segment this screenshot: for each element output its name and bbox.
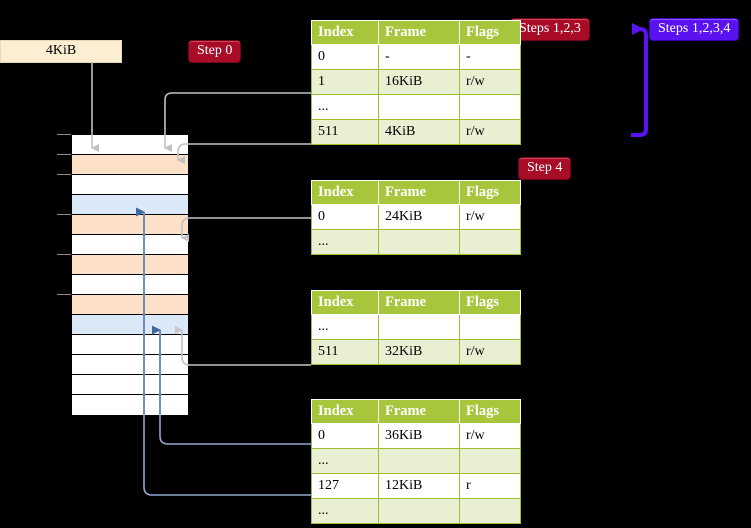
column-header-flags: Flags: [459, 399, 521, 424]
cell-flags: [459, 498, 521, 524]
memory-scale-tick: [57, 214, 71, 215]
cell-index: ...: [311, 314, 379, 340]
cell-flags: r/w: [459, 119, 521, 145]
physical-memory-column: [71, 134, 189, 415]
cell-frame: 12KiB: [378, 473, 460, 499]
cell-frame: [378, 314, 460, 340]
memory-frame-row: [72, 355, 188, 375]
steps-1234-bracket-arrow: [631, 23, 648, 137]
cell-flags: [459, 448, 521, 474]
table-row: ...: [311, 448, 521, 474]
cell-frame: 32KiB: [378, 339, 460, 365]
connector-pd-row511: [175, 326, 311, 366]
memory-scale-tick: [57, 174, 71, 175]
cell-index: 1: [311, 69, 379, 95]
memory-scale-tick: [57, 254, 71, 255]
cell-index: 0: [311, 423, 379, 449]
memory-frame-row: [72, 235, 188, 255]
memory-frame-row: [72, 215, 188, 235]
memory-scale-tick: [57, 134, 71, 135]
cell-flags: -: [459, 44, 521, 70]
cell-index: ...: [311, 498, 379, 524]
cell-frame: -: [378, 44, 460, 70]
cell-flags: r/w: [459, 423, 521, 449]
connector-pml4-row511: [177, 143, 311, 164]
memory-scale-tick: [57, 294, 71, 295]
table-row: ...: [311, 498, 521, 524]
cell-frame: [378, 94, 460, 120]
memory-frame-row: [72, 335, 188, 355]
memory-frame-row: [72, 295, 188, 315]
memory-frame-row: [72, 135, 188, 155]
column-header-flags: Flags: [459, 20, 521, 45]
memory-frame-4kib-label: 4KiB: [45, 43, 77, 58]
memory-scale-tick: [57, 154, 71, 155]
cell-flags: r/w: [459, 204, 521, 230]
column-header-frame: Frame: [378, 290, 460, 315]
column-header-index: Index: [311, 399, 379, 424]
badge-step0-label: Step 0: [197, 43, 233, 58]
cell-index: 0: [311, 204, 379, 230]
cell-flags: [459, 229, 521, 255]
cell-frame: [378, 229, 460, 255]
cell-index: ...: [311, 94, 379, 120]
table-row: ...: [311, 229, 521, 255]
cell-flags: r/w: [459, 339, 521, 365]
memory-frame-row: [72, 255, 188, 275]
memory-frame-4kib-box: 4KiB: [0, 40, 122, 63]
column-header-index: Index: [311, 180, 379, 205]
table-row: ...: [311, 94, 521, 120]
cell-index: ...: [311, 448, 379, 474]
cell-frame: 16KiB: [378, 69, 460, 95]
column-header-frame: Frame: [378, 180, 460, 205]
cell-index: 0: [311, 44, 379, 70]
memory-frame-row: [72, 315, 188, 335]
table-row: ...: [311, 314, 521, 340]
column-header-flags: Flags: [459, 290, 521, 315]
cell-frame: 4KiB: [378, 119, 460, 145]
badge-step0: Step 0: [189, 41, 241, 62]
memory-frame-row: [72, 375, 188, 395]
memory-frame-row: [72, 395, 188, 415]
cell-flags: [459, 314, 521, 340]
cell-flags: r/w: [459, 69, 521, 95]
cell-index: 511: [311, 339, 379, 365]
cell-index: 511: [311, 119, 379, 145]
cell-frame: [378, 498, 460, 524]
badge-steps-123: Steps 1,2,3: [511, 19, 589, 40]
cell-frame: [378, 448, 460, 474]
connector-pdp-row0: [181, 217, 311, 242]
badge-steps-1234-label: Steps 1,2,3,4: [658, 21, 731, 36]
cell-frame: 24KiB: [378, 204, 460, 230]
badge-step4: Step 4: [519, 158, 571, 179]
cell-index: 127: [311, 473, 379, 499]
column-header-frame: Frame: [378, 20, 460, 45]
memory-frame-row: [72, 275, 188, 295]
column-header-frame: Frame: [378, 399, 460, 424]
cell-flags: [459, 94, 521, 120]
badge-steps-1234: Steps 1,2,3,4: [650, 19, 739, 40]
memory-frame-row: [72, 195, 188, 215]
badge-steps-123-label: Steps 1,2,3: [519, 21, 581, 36]
memory-frame-row: [72, 155, 188, 175]
badge-step4-label: Step 4: [527, 160, 563, 175]
cell-flags: r: [459, 473, 521, 499]
cell-frame: 36KiB: [378, 423, 460, 449]
column-header-index: Index: [311, 290, 379, 315]
cell-index: ...: [311, 229, 379, 255]
column-header-index: Index: [311, 20, 379, 45]
memory-frame-row: [72, 175, 188, 195]
table-row: 0--: [311, 44, 521, 70]
column-header-flags: Flags: [459, 180, 521, 205]
